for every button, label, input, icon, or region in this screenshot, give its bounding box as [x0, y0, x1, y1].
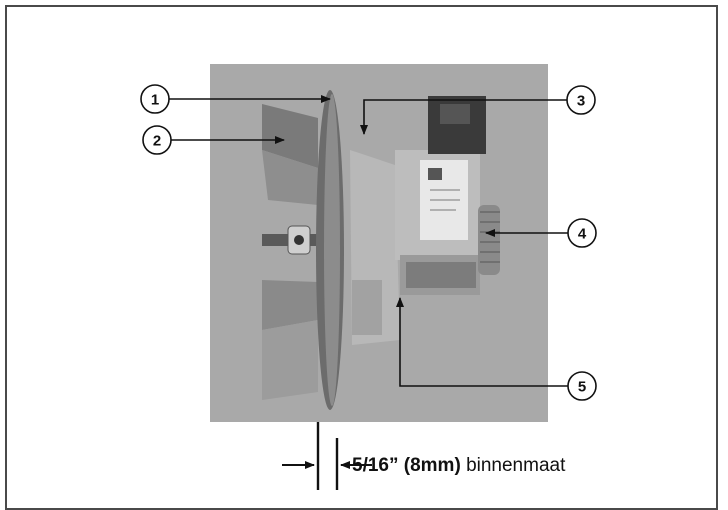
fan-motor-illustration	[262, 90, 500, 410]
callout-4: 4	[485, 218, 597, 248]
dimension-suffix: binnenmaat	[466, 455, 566, 476]
callout-5-label: 5	[578, 379, 586, 396]
callout-3-label: 3	[577, 93, 585, 110]
callout-5: 5	[396, 297, 597, 401]
callout-2-label: 2	[153, 133, 161, 150]
dimension-value: 5/16” (8mm)	[352, 455, 461, 476]
callout-1-label: 1	[151, 92, 159, 109]
callout-2: 2	[142, 125, 285, 155]
callout-1: 1	[140, 84, 331, 114]
dimension-label: 5/16” (8mm) binnenmaat	[352, 455, 565, 477]
dimension-marker	[282, 422, 372, 490]
callout-4-label: 4	[578, 226, 587, 243]
callout-3: 3	[360, 85, 596, 135]
